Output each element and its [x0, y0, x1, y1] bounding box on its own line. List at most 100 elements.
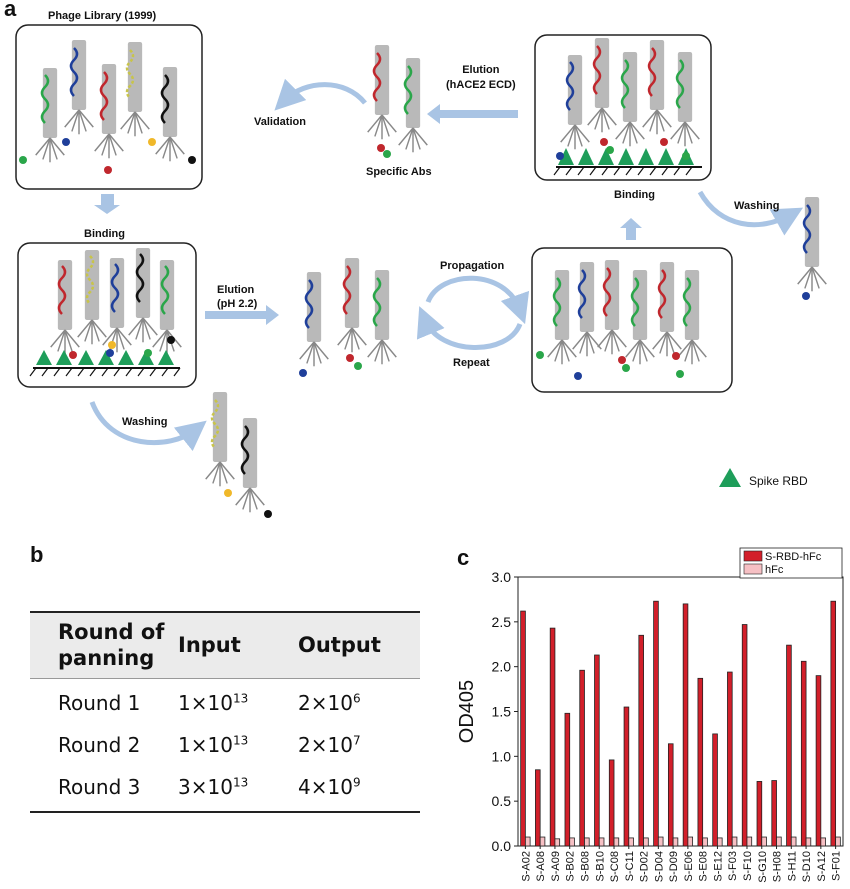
- x-tick-label: S-C08: [609, 851, 621, 882]
- bar-hfc: [613, 837, 620, 847]
- y-tick-label: 2.0: [492, 659, 512, 675]
- binding-box-right: [534, 34, 712, 181]
- bar-hfc: [539, 836, 546, 847]
- bar-rbd: [771, 780, 777, 847]
- x-tick-label: S-F03: [727, 851, 739, 881]
- x-tick-label: S-D04: [653, 851, 665, 882]
- table-row: Round 1 1×1013 2×106: [30, 678, 420, 721]
- bar-hfc: [598, 837, 605, 847]
- label-repeat: Repeat: [453, 357, 490, 369]
- bar-rbd: [682, 603, 689, 847]
- x-tick-label: S-A02: [520, 851, 532, 882]
- legend-swatch: [743, 550, 763, 562]
- bar-hfc: [702, 837, 708, 847]
- label-washing-right: Washing: [734, 200, 780, 212]
- label-propagation: Propagation: [440, 260, 505, 272]
- x-tick-label: S-A09: [550, 851, 562, 882]
- x-tick-label: S-F01: [831, 851, 843, 881]
- table-header-row: Round of panning Input Output: [30, 611, 420, 679]
- x-tick-label: S-H11: [786, 851, 798, 881]
- y-tick-label: 1.5: [492, 704, 512, 720]
- library-box: [15, 24, 203, 190]
- bar-rbd: [594, 654, 600, 847]
- bar-hfc: [524, 836, 531, 847]
- x-tick-label: S-D10: [801, 851, 813, 882]
- washed-phage-right: [796, 196, 828, 300]
- panning-diagram: [15, 24, 828, 518]
- y-tick-label: 3.0: [492, 569, 512, 585]
- y-axis-label: OD405: [456, 680, 478, 743]
- bar-hfc: [584, 837, 590, 847]
- cell-output: 4×109: [298, 762, 420, 813]
- bar-hfc: [790, 836, 797, 847]
- label-elution-hace2: Elution (hACE2 ECD): [446, 64, 516, 91]
- bar-rbd: [712, 733, 718, 847]
- process-arrows: [94, 104, 642, 325]
- x-tick-label: S-E06: [683, 851, 695, 882]
- bar-hfc: [643, 837, 649, 847]
- bar-rbd: [608, 759, 615, 847]
- propagation-box: [531, 247, 733, 393]
- cell-input: 3×1013: [178, 762, 298, 813]
- table-row: Round 3 3×1013 4×109: [30, 762, 420, 813]
- cell-output: 2×107: [298, 732, 361, 757]
- label-validation: Validation: [254, 116, 306, 128]
- cell-input: 1×1013: [178, 690, 249, 715]
- label-binding-left: Binding: [84, 228, 125, 240]
- table-row: Round 2 1×1013 2×107: [30, 721, 420, 763]
- header-round: Round of panning: [30, 611, 178, 679]
- bar-rbd: [535, 769, 541, 847]
- cell-output: 2×106: [298, 690, 361, 715]
- bar-rbd: [815, 675, 822, 847]
- x-tick-label: S-B08: [579, 851, 591, 882]
- cell-round: Round 1: [58, 690, 141, 715]
- panel-letter-a: a: [4, 0, 17, 21]
- bar-rbd: [579, 669, 585, 847]
- bar-hfc: [805, 837, 812, 847]
- x-tick-label: S-F10: [742, 851, 754, 881]
- washed-phages-left: [204, 391, 272, 518]
- x-tick-label: S-H08: [772, 851, 784, 882]
- bar-hfc: [672, 837, 679, 847]
- x-tick-label: S-D02: [639, 851, 651, 882]
- legend-swatch: [743, 563, 763, 575]
- bar-hfc: [776, 836, 782, 847]
- panel-letter-c: c: [457, 545, 470, 570]
- legend-spike-rbd-label: Spike RBD: [749, 474, 808, 488]
- bar-hfc: [731, 836, 738, 847]
- panel-letter-b: b: [30, 542, 44, 567]
- binding-box: [17, 242, 197, 388]
- bar-rbd: [549, 627, 556, 847]
- bar-hfc: [657, 836, 664, 847]
- spike-rbd-legend-icon: [719, 468, 741, 487]
- x-tick-label: S-E12: [712, 851, 724, 882]
- label-binding-right: Binding: [614, 189, 655, 201]
- label-washing-left: Washing: [122, 416, 168, 428]
- x-tick-label: S-D09: [668, 851, 680, 882]
- x-tick-label: S-B10: [594, 851, 606, 882]
- eluted-phages-middle: [298, 257, 398, 377]
- phage-library-group: [19, 39, 196, 174]
- bar-rbd: [727, 671, 733, 847]
- y-tick-label: 0.5: [492, 793, 512, 809]
- bar-rbd: [800, 660, 807, 847]
- x-tick-label: S-B02: [565, 851, 577, 882]
- x-tick-label: S-A08: [535, 851, 547, 882]
- bar-rbd: [697, 677, 704, 847]
- bar-hfc: [820, 837, 826, 847]
- bar-rbd: [830, 600, 837, 847]
- label-elution-ph: Elution (pH 2.2): [217, 284, 258, 310]
- cell-round: Round 3: [30, 762, 178, 813]
- bar-rbd: [564, 712, 571, 847]
- y-tick-label: 0.0: [492, 838, 512, 854]
- cell-round: Round 2: [58, 732, 141, 757]
- legend-label: S-RBD-hFc: [765, 551, 822, 563]
- binding-left-group: [29, 247, 183, 377]
- x-tick-label: S-G10: [757, 851, 769, 883]
- bar-rbd: [520, 610, 526, 847]
- panning-table: Round of panning Input Output Round 1 1×…: [30, 611, 420, 813]
- header-input: Input: [178, 611, 298, 679]
- x-tick-label: S-A12: [816, 851, 828, 882]
- legend-label: hFc: [765, 564, 784, 576]
